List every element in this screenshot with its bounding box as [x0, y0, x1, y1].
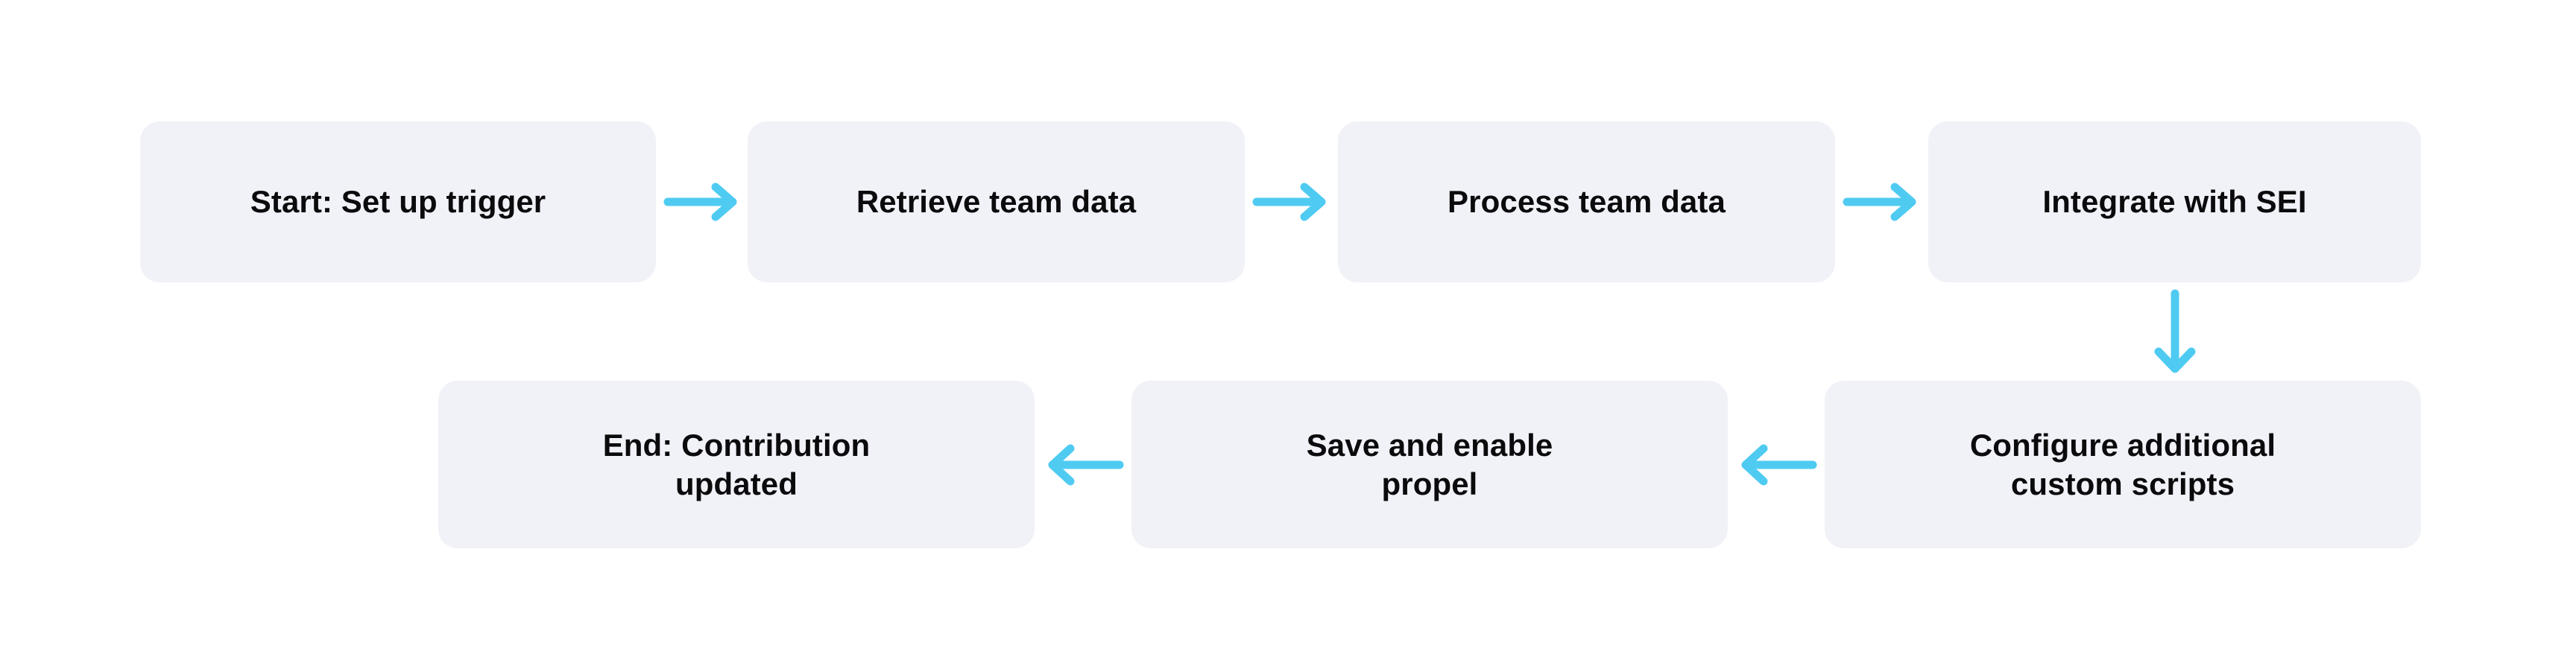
flow-edge-arrow-right-retrieve-to-process: [1252, 183, 1334, 247]
flow-node-label: Configure additional custom scripts: [1969, 428, 2276, 501]
flow-node-label: Integrate with SEI: [2042, 184, 2307, 220]
flow-node-label: Retrieve team data: [856, 184, 1137, 220]
flow-node-process-team-data[interactable]: Process team data: [1338, 121, 1835, 282]
flow-edge-arrow-down-integrate-to-configure: [2147, 289, 2214, 377]
flow-node-label: End: Contribution updated: [602, 428, 871, 501]
flow-node-end-contribution-updated[interactable]: End: Contribution updated: [438, 381, 1035, 548]
flow-edge-arrow-right-process-to-integrate: [1843, 183, 1925, 247]
flow-node-save-and-enable-propel[interactable]: Save and enable propel: [1131, 381, 1728, 548]
flow-node-label: Start: Set up trigger: [250, 184, 546, 220]
flow-node-retrieve-team-data[interactable]: Retrieve team data: [748, 121, 1245, 282]
flow-node-label: Save and enable propel: [1306, 428, 1553, 501]
flow-node-integrate-with-sei[interactable]: Integrate with SEI: [1928, 121, 2421, 282]
flow-node-label: Process team data: [1448, 184, 1726, 220]
flow-edge-arrow-left-configure-to-save: [1735, 440, 1819, 504]
flow-node-start-set-up-trigger[interactable]: Start: Set up trigger: [140, 121, 656, 282]
flow-edge-arrow-right-start-to-retrieve: [663, 183, 745, 247]
flow-edge-arrow-left-save-to-end: [1042, 440, 1126, 504]
flow-node-configure-additional-custom-scripts[interactable]: Configure additional custom scripts: [1825, 381, 2421, 548]
